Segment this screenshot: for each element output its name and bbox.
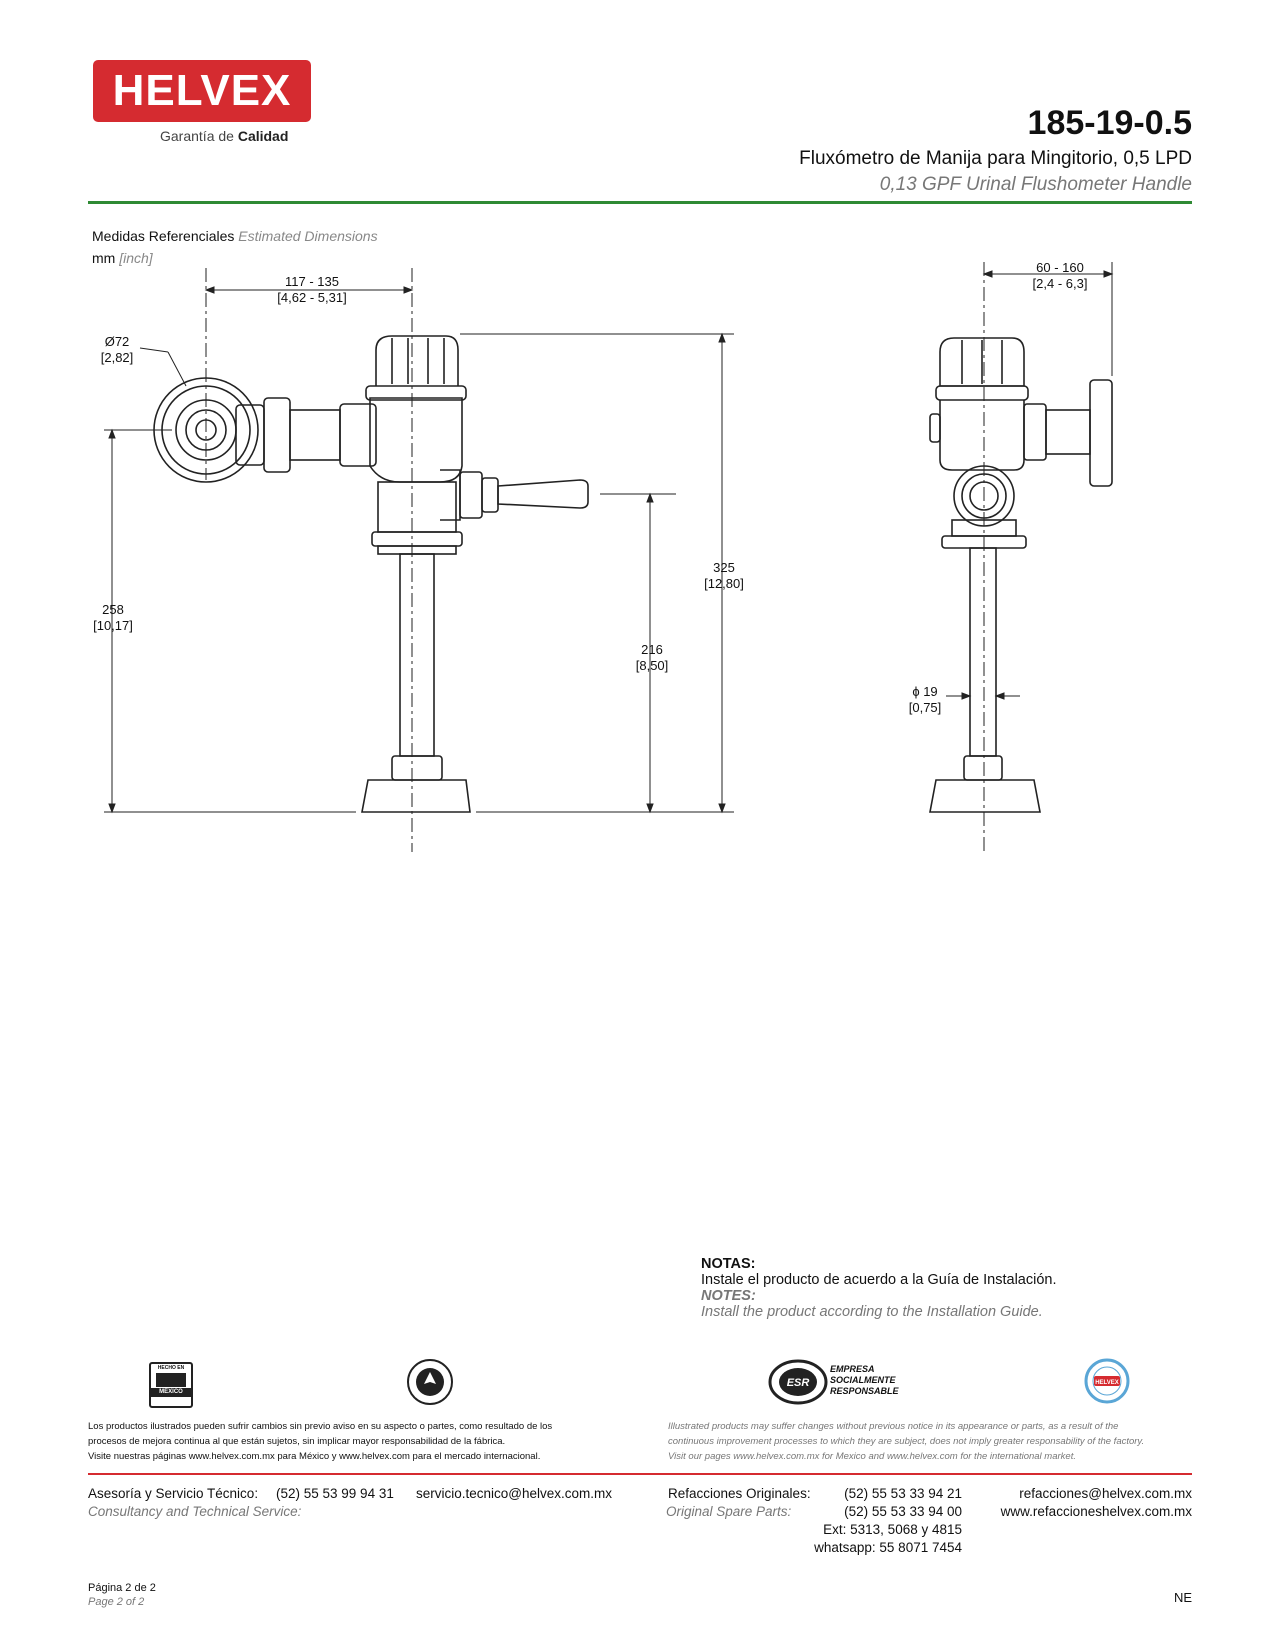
footer-divider xyxy=(88,1473,1192,1475)
product-title-en: 0,13 GPF Urinal Flushometer Handle xyxy=(879,174,1192,195)
seal-brand: HELVEX xyxy=(1095,1380,1119,1386)
usgbc-badge xyxy=(407,1359,453,1405)
parts-phones: (52) 55 53 33 94 21 (52) 55 53 33 94 00 … xyxy=(814,1485,962,1557)
units-label: mm [inch] xyxy=(92,250,153,266)
esr-mark: ESR xyxy=(787,1377,810,1389)
notes-text-es: Instale el producto de acuerdo a la Guía… xyxy=(701,1272,1057,1288)
doc-code: NE xyxy=(1173,1590,1192,1605)
logo-tagline: Garantía de Calidad xyxy=(160,128,289,144)
service-label-en: Consultancy and Technical Service: xyxy=(88,1504,302,1519)
service-phone[interactable]: (52) 55 53 99 94 31 xyxy=(276,1486,394,1501)
notes-title-en: NOTES: xyxy=(701,1288,756,1304)
product-code: 185-19-0.5 xyxy=(1027,104,1192,142)
dimensions-label: Medidas Referenciales Estimated Dimensio… xyxy=(92,228,378,244)
parts-label-en: Original Spare Parts: xyxy=(666,1504,792,1519)
product-title-es: Fluxómetro de Manija para Mingitorio, 0,… xyxy=(799,148,1192,169)
dim-pipe-diameter: ϕ 19[0,75] xyxy=(908,684,942,715)
parts-phone-2[interactable]: (52) 55 53 33 94 00 xyxy=(844,1504,962,1519)
parts-links: refacciones@helvex.com.mx www.refaccione… xyxy=(1001,1485,1192,1521)
dim-height-325: 325[12,80] xyxy=(704,560,744,591)
service-label-es: Asesoría y Servicio Técnico: xyxy=(88,1486,259,1501)
disclaimer-en: Illustrated products may suffer changes … xyxy=(668,1421,1145,1462)
logo-wordmark: HELVEX xyxy=(112,66,292,115)
esr-badge: ESR xyxy=(768,1359,828,1405)
helvex-quality-seal: HELVEX xyxy=(1084,1358,1130,1404)
notes-title-es: NOTAS: xyxy=(701,1256,756,1272)
hecho-en-mexico-badge: HECHO EN MÉXICO xyxy=(149,1362,193,1408)
parts-email-link[interactable]: refacciones@helvex.com.mx xyxy=(1019,1486,1192,1501)
parts-ext: Ext: 5313, 5068 y 4815 xyxy=(823,1522,962,1537)
parts-whatsapp[interactable]: whatsapp: 55 8071 7454 xyxy=(814,1540,962,1555)
header-divider xyxy=(88,201,1192,204)
notes-block: NOTAS: Instale el producto de acuerdo a … xyxy=(701,1256,1056,1320)
disclaimer-es: Los productos ilustrados pueden sufrir c… xyxy=(88,1421,553,1462)
service-email-link[interactable]: servicio.tecnico@helvex.com.mx xyxy=(416,1486,613,1501)
helvex-logo xyxy=(93,60,311,122)
dim-height-258: 258[10,17] xyxy=(93,602,133,633)
dim-height-216: 216[8,50] xyxy=(635,642,669,673)
dim-side-range: 60 - 160[2,4 - 6,3] xyxy=(1032,260,1088,291)
notes-text-en: Install the product according to the Ins… xyxy=(701,1304,1043,1320)
technical-drawing xyxy=(104,262,1114,852)
dim-flange-diameter: Ø72[2,82] xyxy=(100,334,134,365)
parts-label-es: Refacciones Originales: xyxy=(668,1486,811,1501)
dim-width-range: 117 - 135[4,62 - 5,31] xyxy=(277,274,347,305)
parts-phone-1[interactable]: (52) 55 53 33 94 21 xyxy=(844,1486,962,1501)
parts-web-link[interactable]: www.refaccioneshelvex.com.mx xyxy=(1000,1504,1192,1519)
